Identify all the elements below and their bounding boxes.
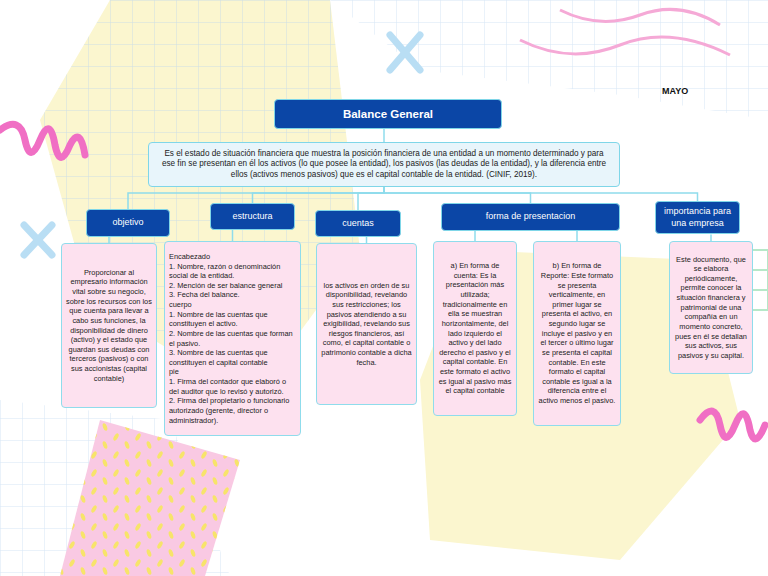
node-text: cuentas bbox=[320, 218, 396, 230]
curve bbox=[520, 37, 730, 55]
content-box: Proporcionar al empresario información v… bbox=[61, 243, 157, 408]
tree-connector bbox=[253, 187, 385, 203]
node-text: a) En forma de cuenta: Es la presentació… bbox=[438, 261, 512, 396]
dot-pattern bbox=[60, 420, 240, 576]
node-text: 3. Fecha del balance. bbox=[169, 290, 296, 300]
category-box: objetivo bbox=[86, 209, 170, 237]
node-text: forma de presentacion bbox=[446, 211, 615, 223]
squiggle bbox=[700, 411, 765, 439]
node-text: cuerpo bbox=[169, 300, 296, 310]
category-box: importancia para una empresa bbox=[655, 201, 740, 234]
node-text: objetivo bbox=[91, 217, 165, 229]
title-box: Balance General bbox=[274, 99, 502, 129]
tree-connector bbox=[710, 234, 712, 241]
node-text: 1. Firma del contador que elaboró o del … bbox=[169, 377, 296, 396]
node-text: pie bbox=[169, 367, 296, 377]
node-text: 1. Nombre, razón o denominación social d… bbox=[169, 262, 296, 281]
node-text: estructura bbox=[215, 211, 290, 223]
tree-connector bbox=[384, 187, 698, 201]
category-box: cuentas bbox=[315, 210, 401, 237]
yellow-blob bbox=[40, 0, 360, 400]
content-box: los activos en orden de su disponibilida… bbox=[316, 243, 417, 405]
node-text: b) En forma de Reporte: Este formato se … bbox=[538, 261, 616, 405]
node-text: Proporcionar al empresario información v… bbox=[66, 268, 152, 384]
curve bbox=[560, 9, 720, 25]
tree-connector bbox=[576, 231, 578, 241]
grid-blob bbox=[40, 0, 360, 400]
definition-box: Es el estado de situación financiera que… bbox=[148, 142, 620, 187]
tree-connector bbox=[232, 230, 234, 241]
content-box: b) En forma de Reporte: Este formato se … bbox=[533, 241, 621, 426]
content-box: Encabezado1. Nombre, razón o denominació… bbox=[164, 241, 301, 436]
node-text: Es el estado de situación financiera que… bbox=[157, 149, 611, 181]
node-text: Balance General bbox=[281, 107, 495, 122]
node-text: 2. Mención de ser balance general bbox=[169, 281, 296, 291]
month-label: MAYO bbox=[662, 86, 688, 96]
tree-connector bbox=[383, 129, 385, 142]
pink-panel bbox=[60, 420, 240, 576]
content-box: Este documento, que se elabora periódica… bbox=[669, 241, 753, 374]
node-text: 2. Firma del propietario o funcionario a… bbox=[169, 396, 296, 425]
tree-connector bbox=[384, 187, 531, 203]
node-text: 2. Nombre de las cuentas que forman el p… bbox=[169, 329, 296, 348]
tree-connector bbox=[358, 187, 384, 210]
node-text: 1. Nombre de las cuentas que constituyen… bbox=[169, 310, 296, 329]
node-text: Este documento, que se elabora periódica… bbox=[674, 255, 748, 361]
node-text: los activos en orden de su disponibilida… bbox=[321, 281, 412, 368]
node-text: importancia para una empresa bbox=[660, 206, 735, 229]
node-text: Encabezado bbox=[169, 252, 296, 262]
node-text: 3. Nombre de las cuentas que constituyen… bbox=[169, 348, 296, 367]
category-box: estructura bbox=[210, 203, 295, 230]
squiggle bbox=[0, 124, 85, 157]
tree-connector bbox=[474, 231, 476, 241]
category-box: forma de presentacion bbox=[441, 203, 620, 231]
content-box: a) En forma de cuenta: Es la presentació… bbox=[433, 241, 517, 416]
